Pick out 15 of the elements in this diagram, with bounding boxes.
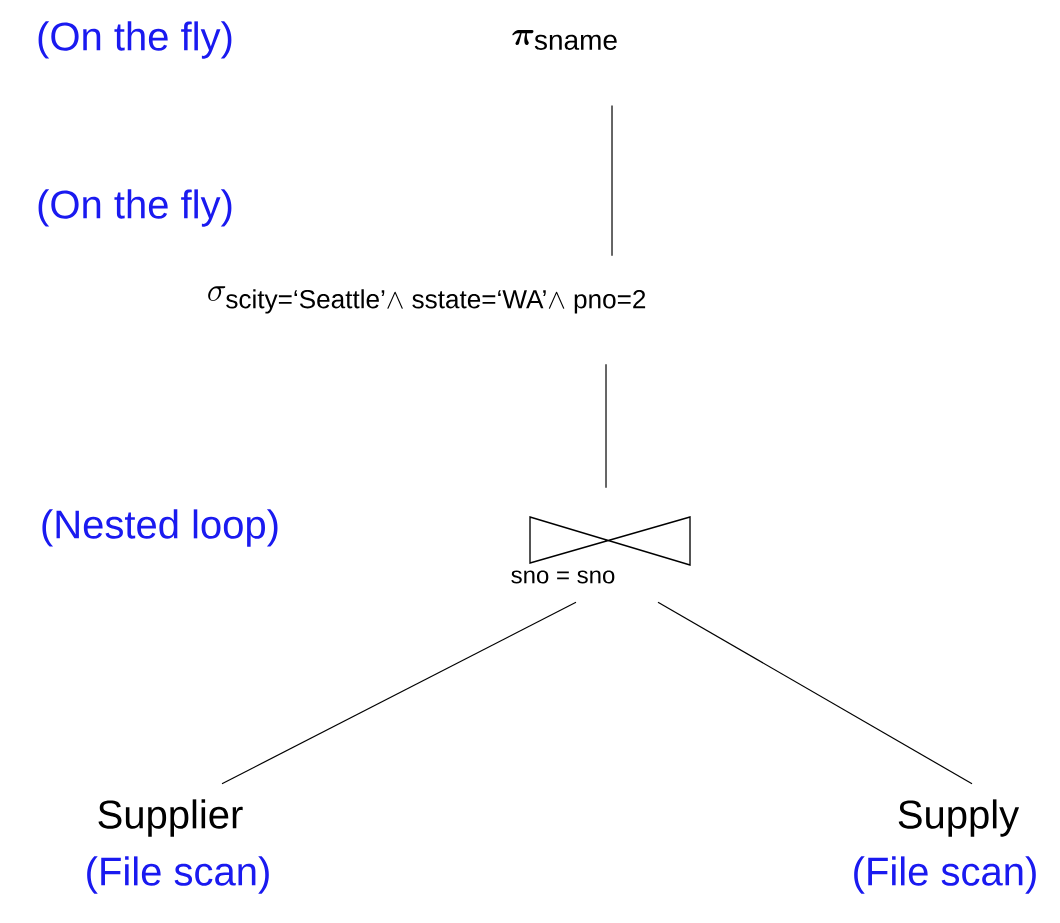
- connector-line: [221, 601, 577, 785]
- method-label: (On the fly): [38, 21, 232, 59]
- connector-line: [657, 601, 973, 785]
- node-label: sno = sno: [511, 570, 615, 584]
- relation-name: Supplier: [98, 799, 243, 837]
- selection-operator: $\sigma_{\text{scity=‘Seattle’} \wedge \text{ sstate=‘WA’} \wedge \text{ pno=2}}$: [208, 286, 646, 314]
- join-operator: sno = sno: [511, 516, 691, 584]
- connector-line: [611, 105, 613, 257]
- method-label: (Nested loop): [42, 509, 278, 547]
- method-label: (On the fly): [38, 189, 232, 227]
- projection-operator: $\boldsymbol{\pi}_{\text{sname}}$: [512, 30, 617, 50]
- connector-line: [605, 363, 607, 489]
- method-label: (File scan): [87, 856, 269, 894]
- relation-name: Supply: [898, 799, 1020, 837]
- method-label: (File scan): [854, 856, 1036, 894]
